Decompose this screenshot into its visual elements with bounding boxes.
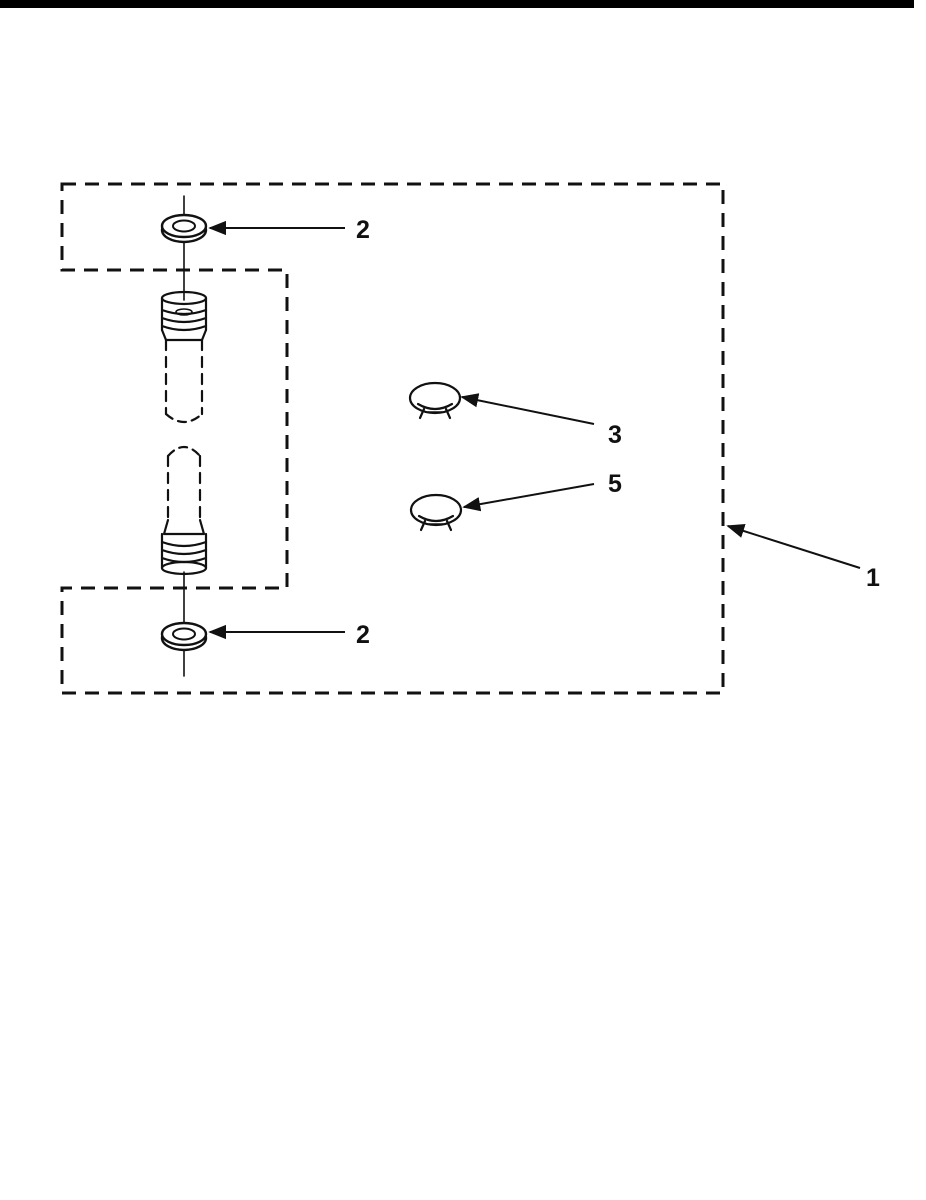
callout-2-top: 2 <box>356 216 370 244</box>
kit-boundary <box>60 182 725 695</box>
washer-top <box>160 213 208 244</box>
leader-arrow-clamp-lower <box>462 483 595 512</box>
hose-lower <box>160 445 208 576</box>
hose-upper <box>160 290 208 424</box>
callout-5: 5 <box>608 470 622 498</box>
leader-arrow-clamp-upper <box>460 393 595 425</box>
callout-1: 1 <box>866 564 880 592</box>
clamp-upper <box>408 381 462 420</box>
washer-bottom <box>160 621 208 652</box>
clamp-lower <box>409 493 463 532</box>
callout-3: 3 <box>608 421 622 449</box>
callout-2-bottom: 2 <box>356 621 370 649</box>
header-bar <box>0 0 914 8</box>
leader-arrow-kit <box>726 524 861 569</box>
